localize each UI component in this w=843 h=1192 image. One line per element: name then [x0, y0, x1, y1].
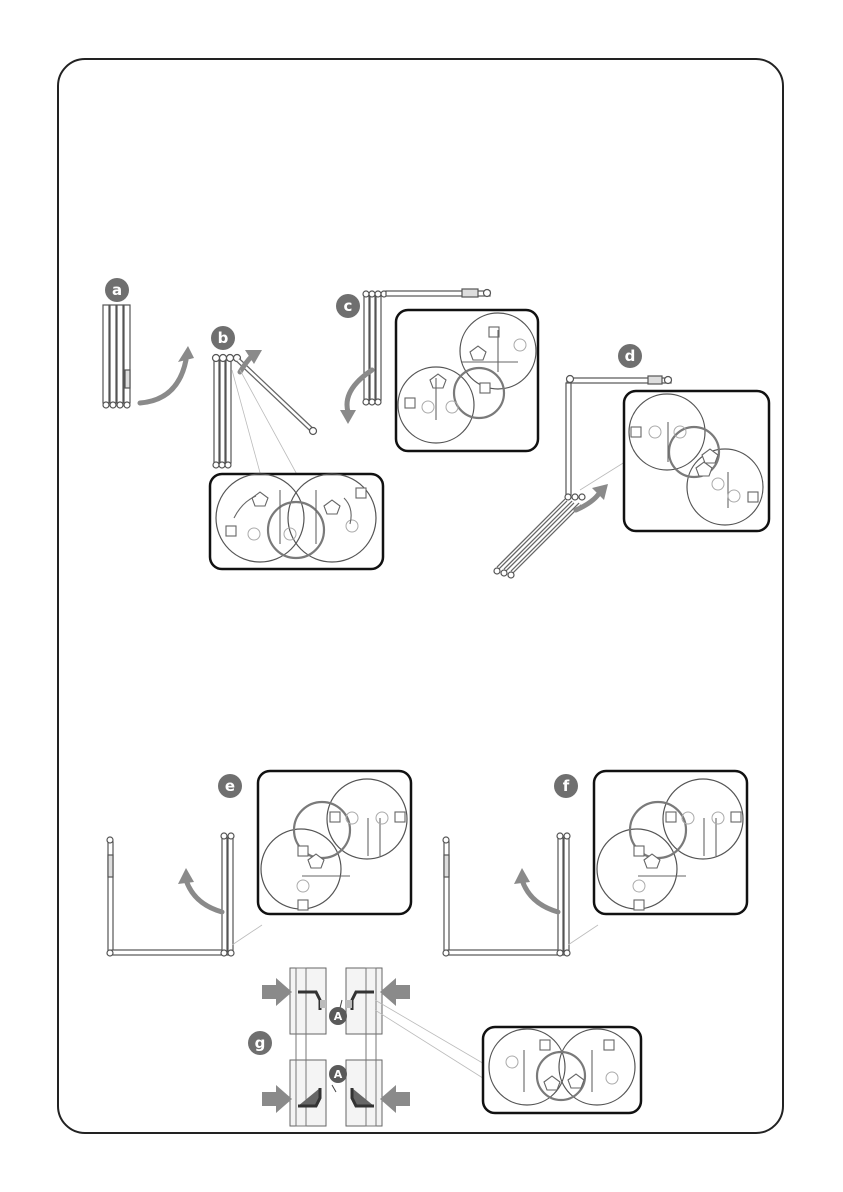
callout-a-lower: A: [329, 1065, 347, 1083]
detail-box-g: [483, 1027, 641, 1113]
step-f-group: f: [443, 771, 747, 956]
step-badge-a: a: [105, 278, 129, 302]
step-badge-f: f: [554, 774, 578, 798]
rods-b: [213, 355, 317, 469]
posts-g: [290, 968, 382, 1126]
svg-text:A: A: [334, 1010, 343, 1023]
svg-text:e: e: [225, 777, 235, 795]
step-a-group: a: [103, 278, 194, 408]
rotate-arrow-e: [178, 868, 222, 912]
push-arrows-g: [262, 978, 410, 1113]
step-g-group: g A A: [248, 968, 641, 1126]
step-c-group: c: [336, 289, 538, 451]
rotate-arrow-f: [514, 868, 558, 912]
frame-e: [107, 833, 234, 956]
rotate-arrow-b: [240, 350, 262, 372]
svg-text:c: c: [344, 297, 353, 315]
step-b-group: b: [210, 326, 383, 569]
callout-a-upper: A: [329, 1007, 347, 1025]
detail-box-e: [258, 771, 411, 914]
svg-text:d: d: [625, 347, 636, 365]
svg-text:g: g: [255, 1034, 266, 1052]
step-badge-c: c: [336, 294, 360, 318]
step-badge-d: d: [618, 344, 642, 368]
step-badge-g: g: [248, 1031, 272, 1055]
step-e-group: e: [107, 771, 411, 956]
svg-text:a: a: [112, 281, 122, 299]
svg-text:A: A: [334, 1068, 343, 1081]
rotate-arrow-a: [140, 346, 194, 403]
folded-rods-a: [103, 305, 130, 408]
step-badge-e: e: [218, 774, 242, 798]
detail-box-f: [594, 771, 747, 914]
step-badge-b: b: [211, 326, 235, 350]
svg-text:b: b: [218, 329, 229, 347]
svg-text:f: f: [563, 777, 570, 795]
detail-box-b: [210, 474, 383, 569]
frame-f: [443, 833, 570, 956]
detail-box-c: [396, 310, 538, 451]
detail-box-d: [624, 391, 769, 531]
